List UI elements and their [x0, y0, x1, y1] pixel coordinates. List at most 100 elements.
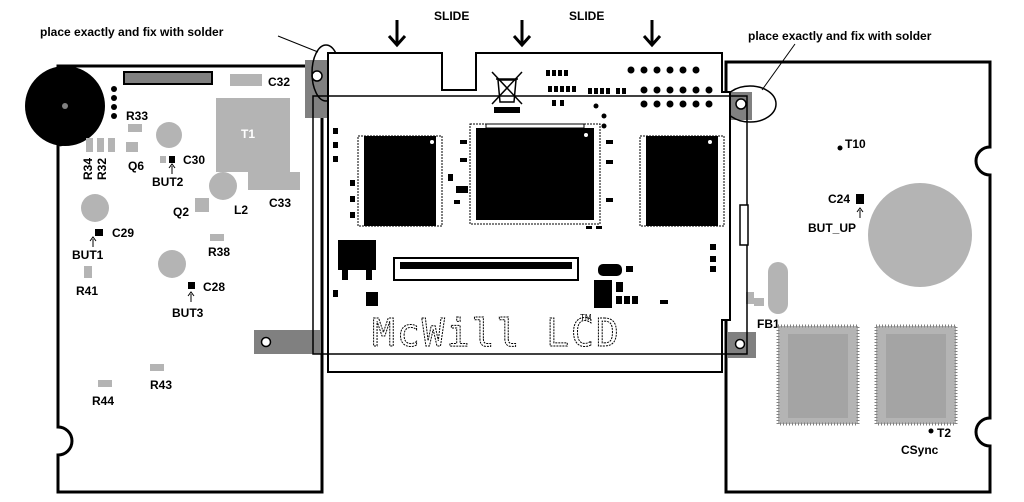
r33-pad	[128, 124, 142, 132]
c33-pad	[248, 172, 300, 190]
label-t2: T2	[937, 426, 951, 440]
note-right-leader	[761, 43, 796, 91]
note-left-leader	[277, 35, 319, 53]
fb1-ferrite	[768, 262, 788, 314]
right-board-outline	[724, 60, 992, 494]
mount-tab-top-left	[305, 60, 331, 118]
but-up-pad	[868, 183, 972, 287]
arrow-head	[168, 163, 176, 169]
arrow-head	[187, 291, 195, 297]
weee-bar	[494, 107, 520, 113]
c30-pad	[160, 156, 166, 163]
l2-pad	[209, 172, 237, 200]
label-r44: R44	[92, 394, 114, 408]
round-pad-grid	[593, 66, 713, 129]
r38-pad	[210, 234, 224, 241]
label-c29: C29	[112, 226, 134, 240]
label-r34: R34	[81, 158, 95, 180]
r43-pad	[150, 364, 164, 371]
module-side-notch	[739, 204, 749, 246]
qfp-chip-right	[639, 135, 725, 227]
qfp-chip-center	[469, 123, 601, 225]
c28-pad	[188, 282, 195, 289]
buzzer-pin	[111, 113, 117, 119]
c29-pad	[95, 229, 103, 236]
trademark-mark: TM	[580, 313, 592, 322]
but3-pad	[158, 250, 186, 278]
t1-transformer	[216, 98, 290, 172]
mount-hole	[735, 98, 747, 110]
label-csync: CSync	[901, 443, 939, 457]
slide-arrow-2	[512, 20, 532, 48]
q6-transistor	[126, 142, 138, 152]
regulator	[338, 240, 378, 306]
smd-cluster-top	[546, 70, 626, 106]
label-c32: C32	[268, 75, 290, 89]
label-r43: R43	[150, 378, 172, 392]
gray-ic-left-body	[788, 334, 848, 418]
t10-testpoint	[837, 145, 843, 151]
weee-bin-icon	[491, 71, 523, 105]
but1-pad	[81, 194, 109, 222]
slide-arrow-3	[642, 20, 662, 48]
label-q2: Q2	[173, 205, 189, 219]
left-board: C32 T1 R33 R34 R32 Q6 C30 BUT2 Q2 L2 C33…	[25, 44, 341, 494]
label-but3: BUT3	[172, 306, 204, 320]
label-l2: L2	[234, 203, 248, 217]
note-right: place exactly and fix with solder	[748, 29, 932, 43]
c24-pad	[856, 194, 864, 204]
mount-hole	[260, 336, 272, 348]
label-c30: C30	[183, 153, 205, 167]
fb1-pad	[754, 298, 764, 306]
c30-pad	[169, 156, 175, 163]
qfp-chip-left	[357, 135, 443, 227]
r44-pad	[98, 380, 112, 387]
slide-arrow-1	[387, 20, 407, 48]
buzzer-pin	[111, 104, 117, 110]
label-t10: T10	[845, 137, 866, 151]
buzzer-center	[62, 103, 68, 109]
slide-label-2: SLIDE	[569, 9, 604, 23]
mount-hole	[734, 338, 746, 350]
label-but2: BUT2	[152, 175, 184, 189]
fb1-pad	[746, 292, 754, 304]
label-fb1: FB1	[757, 317, 780, 331]
r-pad	[108, 138, 115, 152]
smd-cluster-lower-right	[594, 264, 638, 308]
buzzer-pin	[111, 95, 117, 101]
label-r32: R32	[95, 158, 109, 180]
gray-ic-right-body	[886, 334, 946, 418]
label-but1: BUT1	[72, 248, 104, 262]
t2-testpoint	[928, 428, 934, 434]
arrow-head	[856, 207, 864, 213]
label-r33: R33	[126, 109, 148, 123]
mount-hole	[311, 70, 323, 82]
label-c33: C33	[269, 196, 291, 210]
r41-pad	[84, 266, 92, 278]
label-but-up: BUT_UP	[808, 221, 856, 235]
lcd-module: McWill LCD TM	[312, 20, 749, 373]
r-pad	[97, 138, 104, 152]
label-q6: Q6	[128, 159, 144, 173]
connector-strip	[123, 71, 213, 85]
label-c28: C28	[203, 280, 225, 294]
label-c24: C24	[828, 192, 850, 206]
smd-parts-middle	[448, 140, 716, 304]
label-t1: T1	[241, 127, 255, 141]
smd-column-left	[333, 128, 355, 297]
c32-pad	[230, 74, 262, 86]
flex-connector	[393, 257, 579, 281]
note-left: place exactly and fix with solder	[40, 25, 224, 39]
module-logo: McWill LCD	[372, 311, 621, 355]
label-r41: R41	[76, 284, 98, 298]
round-pad	[156, 122, 182, 148]
buzzer-pin	[111, 86, 117, 92]
q2-transistor	[195, 198, 209, 212]
annotations: place exactly and fix with solder place …	[40, 9, 932, 91]
arrow-head	[89, 236, 97, 242]
r-pad	[86, 138, 93, 152]
right-board: T10 C24 BUT_UP FB1 T2 CSync	[723, 60, 992, 494]
label-r38: R38	[208, 245, 230, 259]
slide-label-1: SLIDE	[434, 9, 469, 23]
